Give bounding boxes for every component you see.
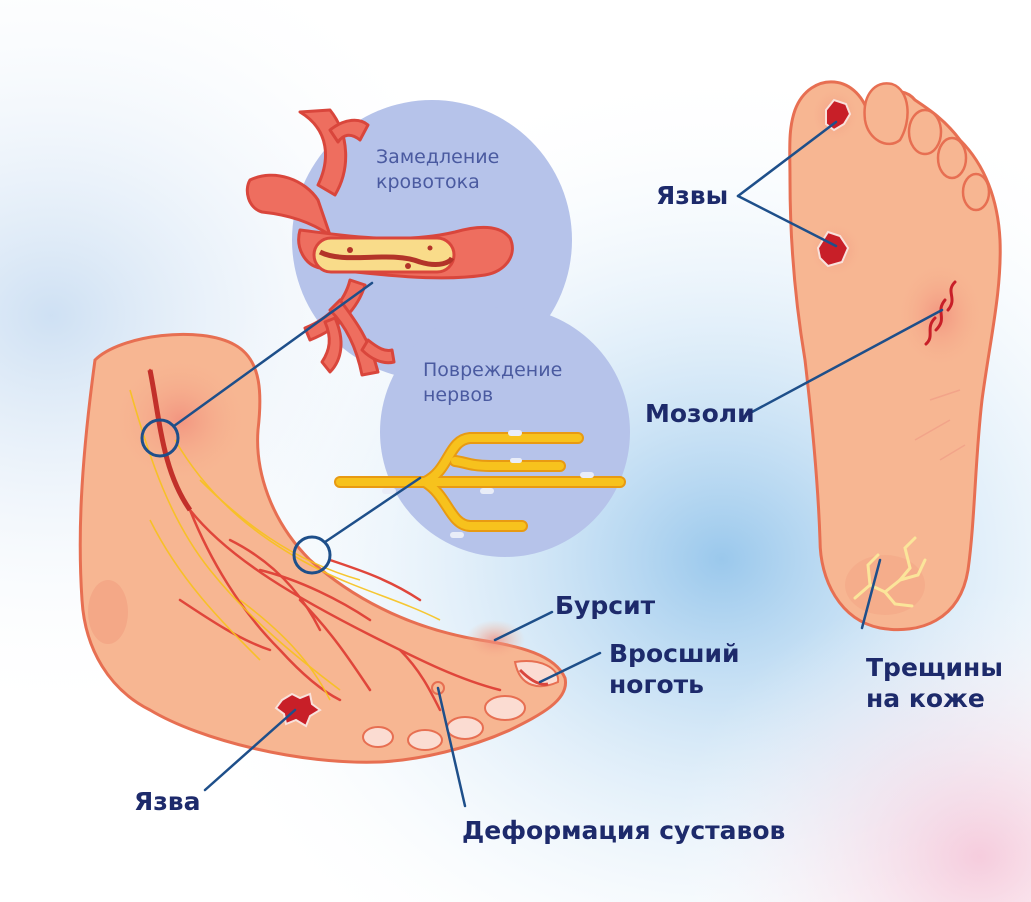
sole-illustration — [788, 80, 1002, 632]
artery-icon — [245, 108, 514, 377]
skin-cracks-label-line2: на коже — [866, 684, 985, 713]
skin-cracks-label: Трещины на коже — [866, 652, 1003, 714]
nerve-damage-label: Повреждение нервов — [423, 358, 562, 408]
ingrown-nail-label-line1: Вросший — [609, 639, 740, 668]
blood-flow-label-line2: кровотока — [376, 171, 480, 193]
blood-flow-label: Замедление кровотока — [376, 145, 499, 195]
ingrown-nail-label: Вросший ноготь — [609, 638, 740, 700]
nerve-damage-label-line1: Повреждение — [423, 359, 563, 381]
calluses-label: Мозоли — [645, 399, 755, 428]
bursitis-label: Бурсит — [555, 591, 656, 620]
callout-lines — [140, 120, 944, 808]
joint-deformation-label: Деформация суставов — [462, 816, 786, 845]
ingrown-nail-label-line2: ноготь — [609, 670, 704, 699]
nerve-damage-label-line2: нервов — [423, 384, 494, 406]
nerve-icon — [334, 430, 626, 538]
ulcer-label: Язва — [134, 787, 201, 816]
ulcers-label: Язвы — [656, 181, 729, 210]
blood-flow-label-line1: Замедление — [376, 146, 500, 168]
skin-cracks-label-line1: Трещины — [866, 653, 1003, 682]
